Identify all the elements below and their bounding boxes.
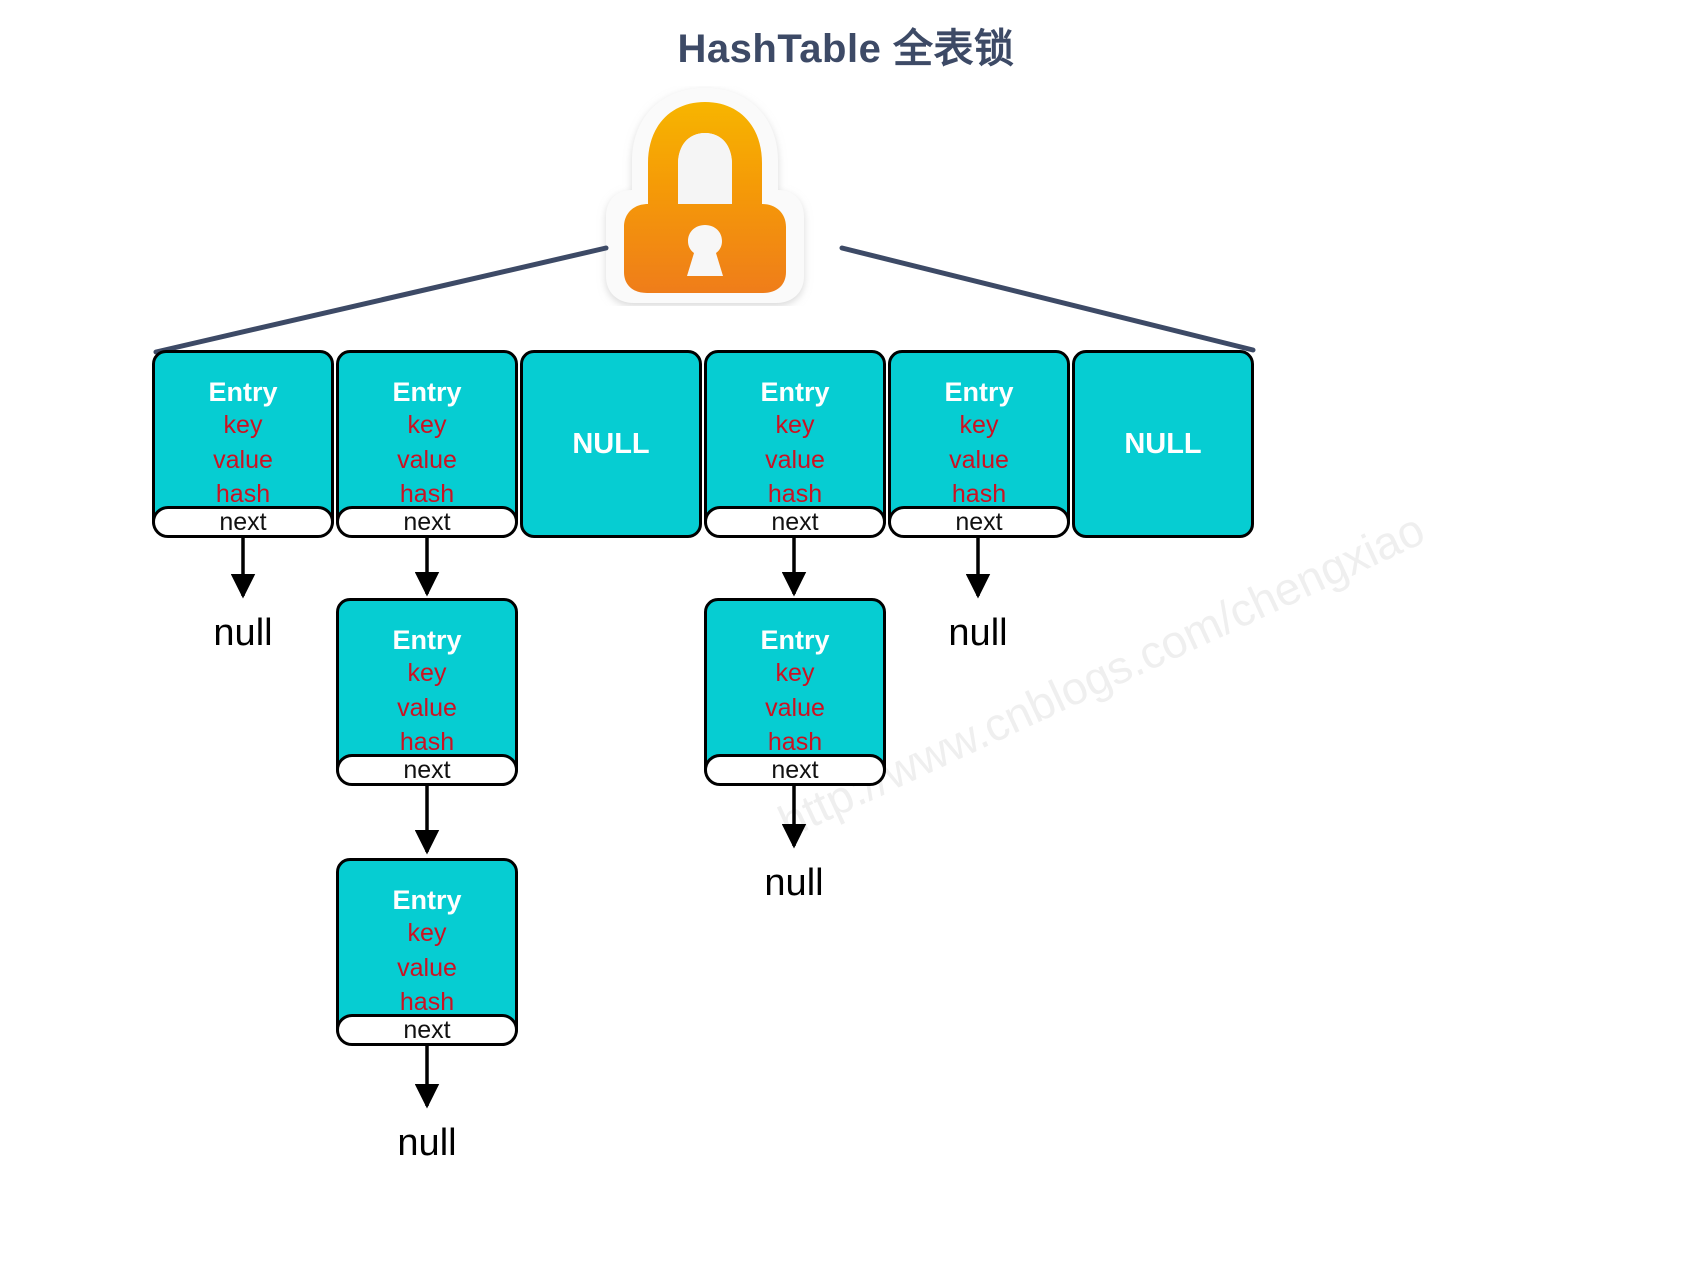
entry-title: Entry: [392, 625, 462, 655]
entry-field-hash: hash: [399, 728, 455, 756]
entry-field-key: key: [407, 411, 447, 439]
null-slot-label: NULL: [572, 427, 650, 460]
lock-link-left: [153, 245, 609, 355]
bucket-cell-2-null[interactable]: NULL: [520, 350, 702, 538]
chain-entry-bucket1-level2[interactable]: Entry key value hash: [336, 858, 518, 1043]
bucket-cell-1[interactable]: Entry key value hash: [336, 350, 518, 535]
bucket-next-4[interactable]: next: [888, 506, 1070, 538]
entry-field-value: value: [213, 445, 273, 474]
entry-field-value: value: [765, 445, 825, 474]
bucket-cell-0[interactable]: Entry key value hash: [152, 350, 334, 535]
entry-field-hash: hash: [767, 728, 823, 756]
null-leaf-bucket0: null: [213, 612, 273, 654]
chain-next-bucket3-level1[interactable]: next: [704, 754, 886, 786]
chain-next-bucket1-level1[interactable]: next: [336, 754, 518, 786]
page-title: HashTable 全表锁: [677, 27, 1015, 71]
entry-field-key: key: [223, 411, 263, 439]
entry-title: Entry: [944, 377, 1014, 407]
entry-field-value: value: [397, 953, 457, 982]
entry-field-hash: hash: [951, 480, 1007, 508]
entry-field-hash: hash: [399, 480, 455, 508]
chain-next-bucket1-level2[interactable]: next: [336, 1014, 518, 1046]
bucket-cell-3[interactable]: Entry key value hash: [704, 350, 886, 535]
entry-field-key: key: [407, 919, 447, 947]
null-slot-label: NULL: [1124, 427, 1202, 460]
entry-title: Entry: [392, 885, 462, 915]
chain-entry-bucket1-level1[interactable]: Entry key value hash: [336, 598, 518, 783]
entry-field-value: value: [397, 693, 457, 722]
entry-field-value: value: [949, 445, 1009, 474]
entry-field-hash: hash: [767, 480, 823, 508]
entry-field-value: value: [765, 693, 825, 722]
null-leaf-bucket4: null: [948, 612, 1008, 654]
entry-field-key: key: [775, 411, 815, 439]
chain-entry-bucket3-level1[interactable]: Entry key value hash: [704, 598, 886, 783]
null-leaf-chain-bucket1: null: [397, 1122, 457, 1164]
bucket-next-1[interactable]: next: [336, 506, 518, 538]
bucket-cell-5-null[interactable]: NULL: [1072, 350, 1254, 538]
entry-field-hash: hash: [399, 988, 455, 1016]
null-leaf-chain-bucket3: null: [764, 862, 824, 904]
entry-field-key: key: [775, 659, 815, 687]
entry-field-key: key: [407, 659, 447, 687]
entry-title: Entry: [760, 625, 830, 655]
entry-title: Entry: [208, 377, 278, 407]
entry-field-hash: hash: [215, 480, 271, 508]
entry-title: Entry: [760, 377, 830, 407]
bucket-cell-4[interactable]: Entry key value hash: [888, 350, 1070, 535]
lock-link-right: [839, 245, 1256, 353]
entry-field-key: key: [959, 411, 999, 439]
bucket-next-3[interactable]: next: [704, 506, 886, 538]
bucket-next-0[interactable]: next: [152, 506, 334, 538]
entry-field-value: value: [397, 445, 457, 474]
padlock-icon: [592, 86, 818, 306]
entry-title: Entry: [392, 377, 462, 407]
